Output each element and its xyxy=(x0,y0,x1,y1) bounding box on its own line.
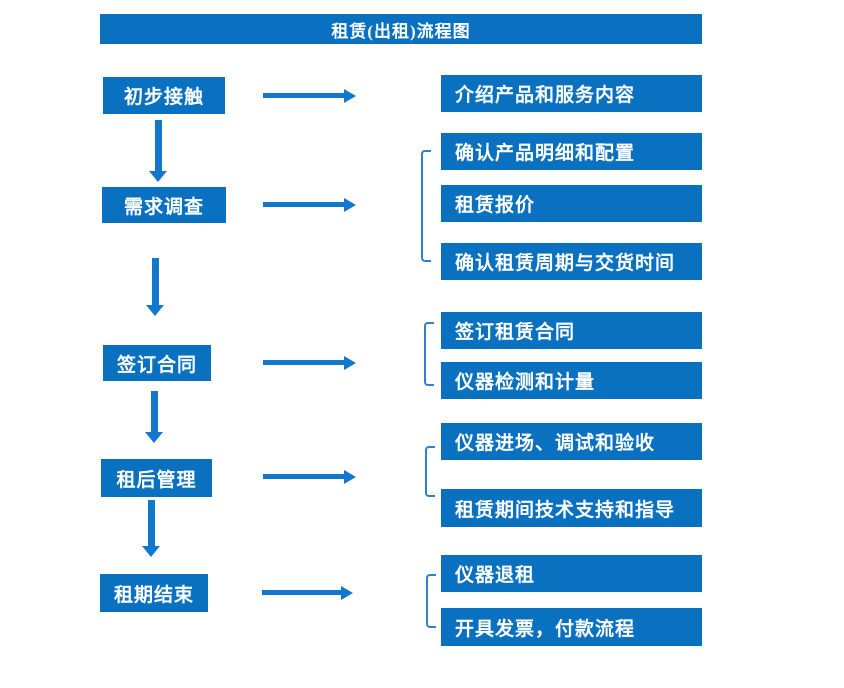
output-box-confirm-details: 确认产品明细和配置 xyxy=(441,133,702,170)
output-box-confirm-period: 确认租赁周期与交货时间 xyxy=(441,243,702,280)
group-bracket-icon xyxy=(426,574,436,628)
step-box-post-rental-management: 租后管理 xyxy=(101,459,212,497)
group-bracket-icon xyxy=(421,150,431,262)
step-box-initial-contact: 初步接触 xyxy=(103,77,225,114)
output-box-introduce-products: 介绍产品和服务内容 xyxy=(441,75,702,112)
output-box-tech-support: 租赁期间技术支持和指导 xyxy=(441,489,702,527)
output-box-instrument-acceptance: 仪器进场、调试和验收 xyxy=(441,423,702,460)
output-box-invoice-payment: 开具发票，付款流程 xyxy=(441,608,702,646)
output-box-instrument-calibration: 仪器检测和计量 xyxy=(441,362,702,399)
group-bracket-icon xyxy=(424,322,434,386)
output-box-instrument-return: 仪器退租 xyxy=(441,555,702,592)
group-bracket-icon xyxy=(425,446,435,497)
step-box-demand-survey: 需求调查 xyxy=(102,187,226,223)
step-box-rental-end: 租期结束 xyxy=(100,574,208,612)
output-box-sign-rental-contract: 签订租赁合同 xyxy=(441,312,702,349)
step-box-sign-contract: 签订合同 xyxy=(103,345,211,381)
flowchart-title: 租赁(出租)流程图 xyxy=(100,14,702,44)
output-box-rental-quote: 租赁报价 xyxy=(441,185,702,222)
